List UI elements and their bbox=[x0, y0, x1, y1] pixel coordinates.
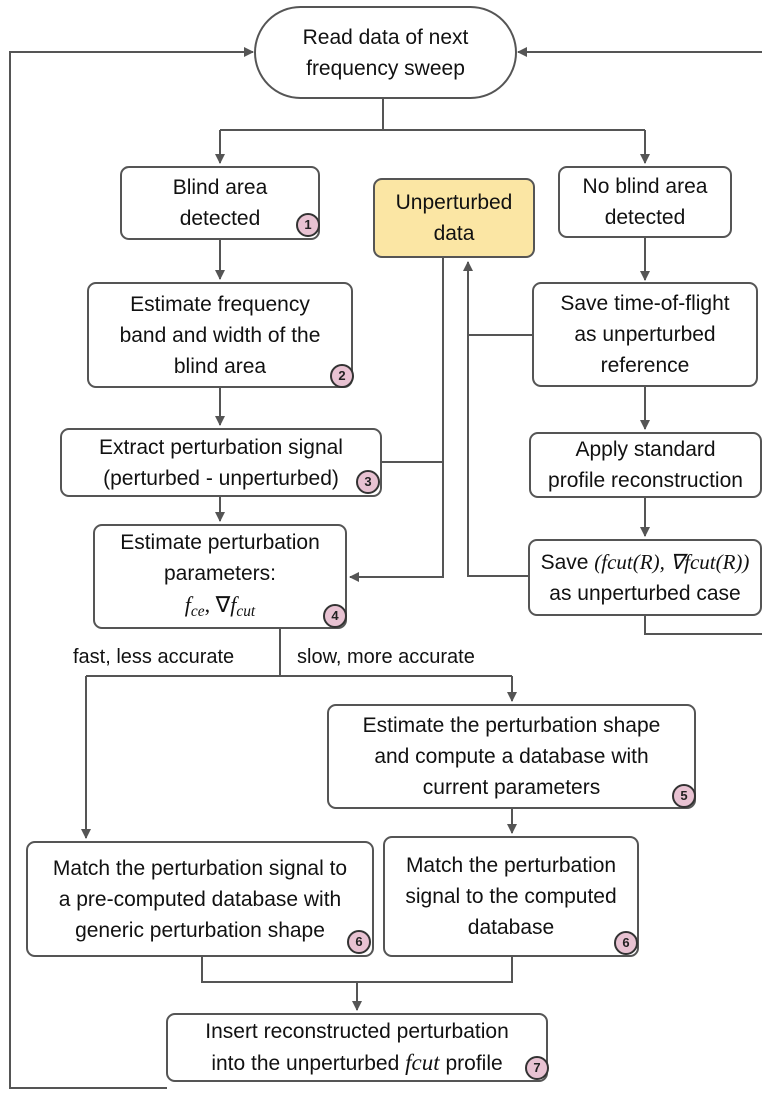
insert-perturbation-box: Insert reconstructed perturbation into t… bbox=[166, 1013, 548, 1082]
no-blind-area-text: No blind area detected bbox=[582, 175, 708, 229]
no-blind-area-box: No blind area detected bbox=[558, 166, 732, 238]
estimate-band-text: Estimate frequency band and width of the… bbox=[119, 292, 321, 378]
insert-line2: into the unperturbed fcut profile bbox=[211, 1050, 503, 1075]
branch-label-fast: fast, less accurate bbox=[73, 646, 235, 668]
save-case-line1: Save (fcut(R), ∇fcut(R)) bbox=[540, 549, 750, 574]
step-badge-1: 1 bbox=[296, 213, 320, 237]
step-badge-7: 7 bbox=[525, 1056, 549, 1080]
save-time-of-flight-text: Save time-of-flight as unperturbed refer… bbox=[560, 292, 730, 377]
unperturbed-data-text: Unperturbed data bbox=[395, 191, 513, 245]
step-badge-2: 2 bbox=[330, 364, 354, 388]
estimate-params-text: Estimate perturbation parameters: bbox=[120, 530, 320, 585]
blind-area-detected-box: Blind area detected bbox=[120, 166, 320, 240]
apply-standard-text: Apply standard profile reconstruction bbox=[548, 438, 743, 492]
estimate-band-box: Estimate frequency band and width of the… bbox=[87, 282, 353, 388]
save-time-of-flight-box: Save time-of-flight as unperturbed refer… bbox=[532, 282, 758, 387]
estimate-shape-box: Estimate the perturbation shape and comp… bbox=[327, 704, 696, 809]
start-read-data: Read data of next frequency sweep bbox=[254, 6, 517, 99]
estimate-params-box: Estimate perturbation parameters: fce, ∇… bbox=[93, 524, 347, 629]
params-formula: fce, ∇fcut bbox=[184, 591, 256, 620]
extract-signal-box: Extract perturbation signal (perturbed -… bbox=[60, 428, 382, 497]
branch-label-slow: slow, more accurate bbox=[297, 646, 475, 668]
match-precomputed-text: Match the perturbation signal to a pre-c… bbox=[52, 856, 348, 942]
step-badge-6b: 6 bbox=[614, 931, 638, 955]
match-computed-box: Match the perturbation signal to the com… bbox=[383, 836, 639, 957]
match-computed-text: Match the perturbation signal to the com… bbox=[405, 854, 617, 939]
blind-area-detected-text: Blind area detected bbox=[172, 176, 268, 230]
step-badge-6a: 6 bbox=[347, 930, 371, 954]
insert-line1: Insert reconstructed perturbation bbox=[205, 1020, 509, 1043]
apply-standard-box: Apply standard profile reconstruction bbox=[529, 432, 762, 498]
save-case-line2: as unperturbed case bbox=[549, 581, 741, 605]
unperturbed-data-box: Unperturbed data bbox=[373, 178, 535, 258]
step-badge-4: 4 bbox=[323, 604, 347, 628]
extract-signal-text: Extract perturbation signal (perturbed -… bbox=[99, 435, 343, 490]
estimate-shape-text: Estimate the perturbation shape and comp… bbox=[362, 714, 661, 799]
step-badge-5: 5 bbox=[672, 784, 696, 808]
start-read-data-text: Read data of next frequency sweep bbox=[302, 25, 469, 80]
step-badge-3: 3 bbox=[356, 470, 380, 494]
match-precomputed-box: Match the perturbation signal to a pre-c… bbox=[26, 841, 374, 957]
save-unperturbed-case-box: Save (fcut(R), ∇fcut(R)) as unperturbed … bbox=[528, 539, 762, 616]
